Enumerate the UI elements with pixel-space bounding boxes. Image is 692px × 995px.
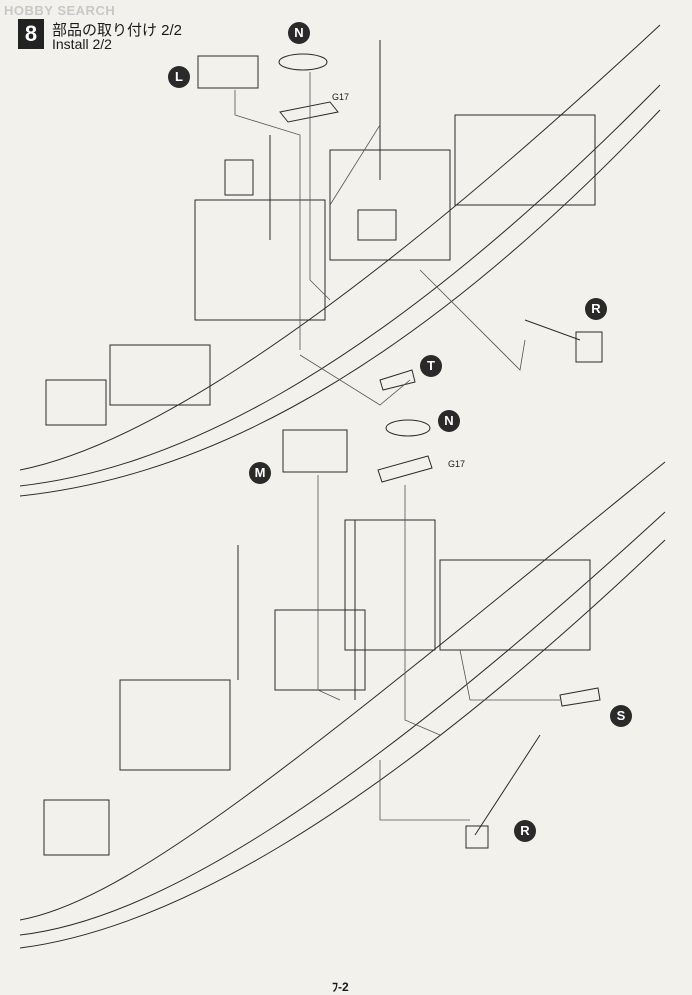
part-t [379,369,416,391]
part-label-g17-bottom: G17 [448,459,466,469]
step-title-english: Install 2/2 [52,36,112,52]
part-s [559,687,601,707]
callout-s: S [610,705,632,727]
callout-r-bottom: R [514,820,536,842]
part-n-boat [278,53,328,71]
top-guide-lines [234,72,526,406]
ship-top-drawing [19,24,661,497]
top-parts [197,53,603,391]
callout-l: L [168,66,190,88]
part-r-crane-bottom [474,734,541,836]
part-g17-bottom [377,455,433,483]
callout-n-bottom: N [438,410,460,432]
step-title-japanese: 部品の取り付け 2/2 [52,22,183,39]
part-m-assembly [282,429,348,473]
part-l-assembly [197,55,259,89]
page-footer: ﾌ-2 [332,980,349,994]
watermark-text: HOBBY SEARCH [4,3,116,18]
callout-n: N [288,22,310,44]
bottom-guide-lines [317,475,560,821]
callout-t: T [420,355,442,377]
part-g17 [279,101,339,123]
callout-r: R [585,298,607,320]
part-n-boat-bottom [385,419,431,437]
callout-m: M [249,462,271,484]
part-r-crane [524,319,581,341]
step-number-badge: 8 [18,19,44,49]
part-label-g17: G17 [332,92,350,102]
ship-bottom-drawing [19,419,666,949]
